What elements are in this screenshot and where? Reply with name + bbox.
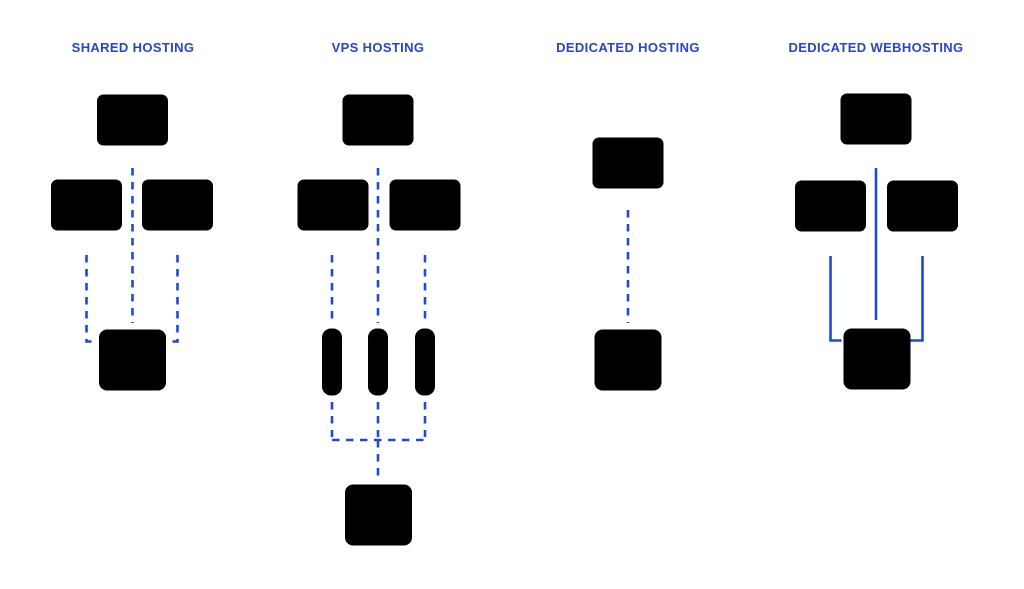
desktop-monitor-icon [51, 179, 122, 241]
desktop-monitor-icon [592, 137, 664, 199]
title-dedicated-webhosting: DEDICATED WEBHOSTING [788, 40, 964, 55]
rack-server-icon [345, 484, 412, 546]
desktop-monitor-icon [887, 180, 958, 242]
desktop-monitor-icon [142, 179, 213, 241]
vps-tower-icon [368, 328, 388, 396]
dashed-connector [166, 255, 179, 343]
desktop-monitor-icon [97, 94, 168, 156]
desktop-monitor-icon [840, 93, 912, 155]
dedicated-hosting-diagram [592, 137, 664, 391]
vps-tower-icon [322, 328, 342, 396]
rack-server-icon [843, 328, 911, 390]
title-shared-hosting: SHARED HOSTING [71, 40, 195, 55]
dashed-connector [85, 255, 97, 343]
shared-hosting-diagram [51, 94, 213, 391]
title-dedicated-hosting: DEDICATED HOSTING [556, 40, 700, 55]
desktop-monitor-icon [297, 179, 369, 241]
solid-connector [910, 256, 924, 342]
vps-tower-icon [415, 328, 435, 396]
desktop-monitor-icon [389, 179, 461, 241]
desktop-monitor-icon [795, 180, 866, 242]
title-vps-hosting: VPS HOSTING [331, 40, 425, 55]
desktop-monitor-icon [342, 94, 414, 156]
vps-hosting-diagram [297, 94, 461, 546]
solid-connector [829, 256, 842, 342]
dedicated-webhosting-diagram [795, 93, 958, 390]
rack-server-icon [99, 329, 166, 391]
rack-server-icon [594, 329, 662, 391]
